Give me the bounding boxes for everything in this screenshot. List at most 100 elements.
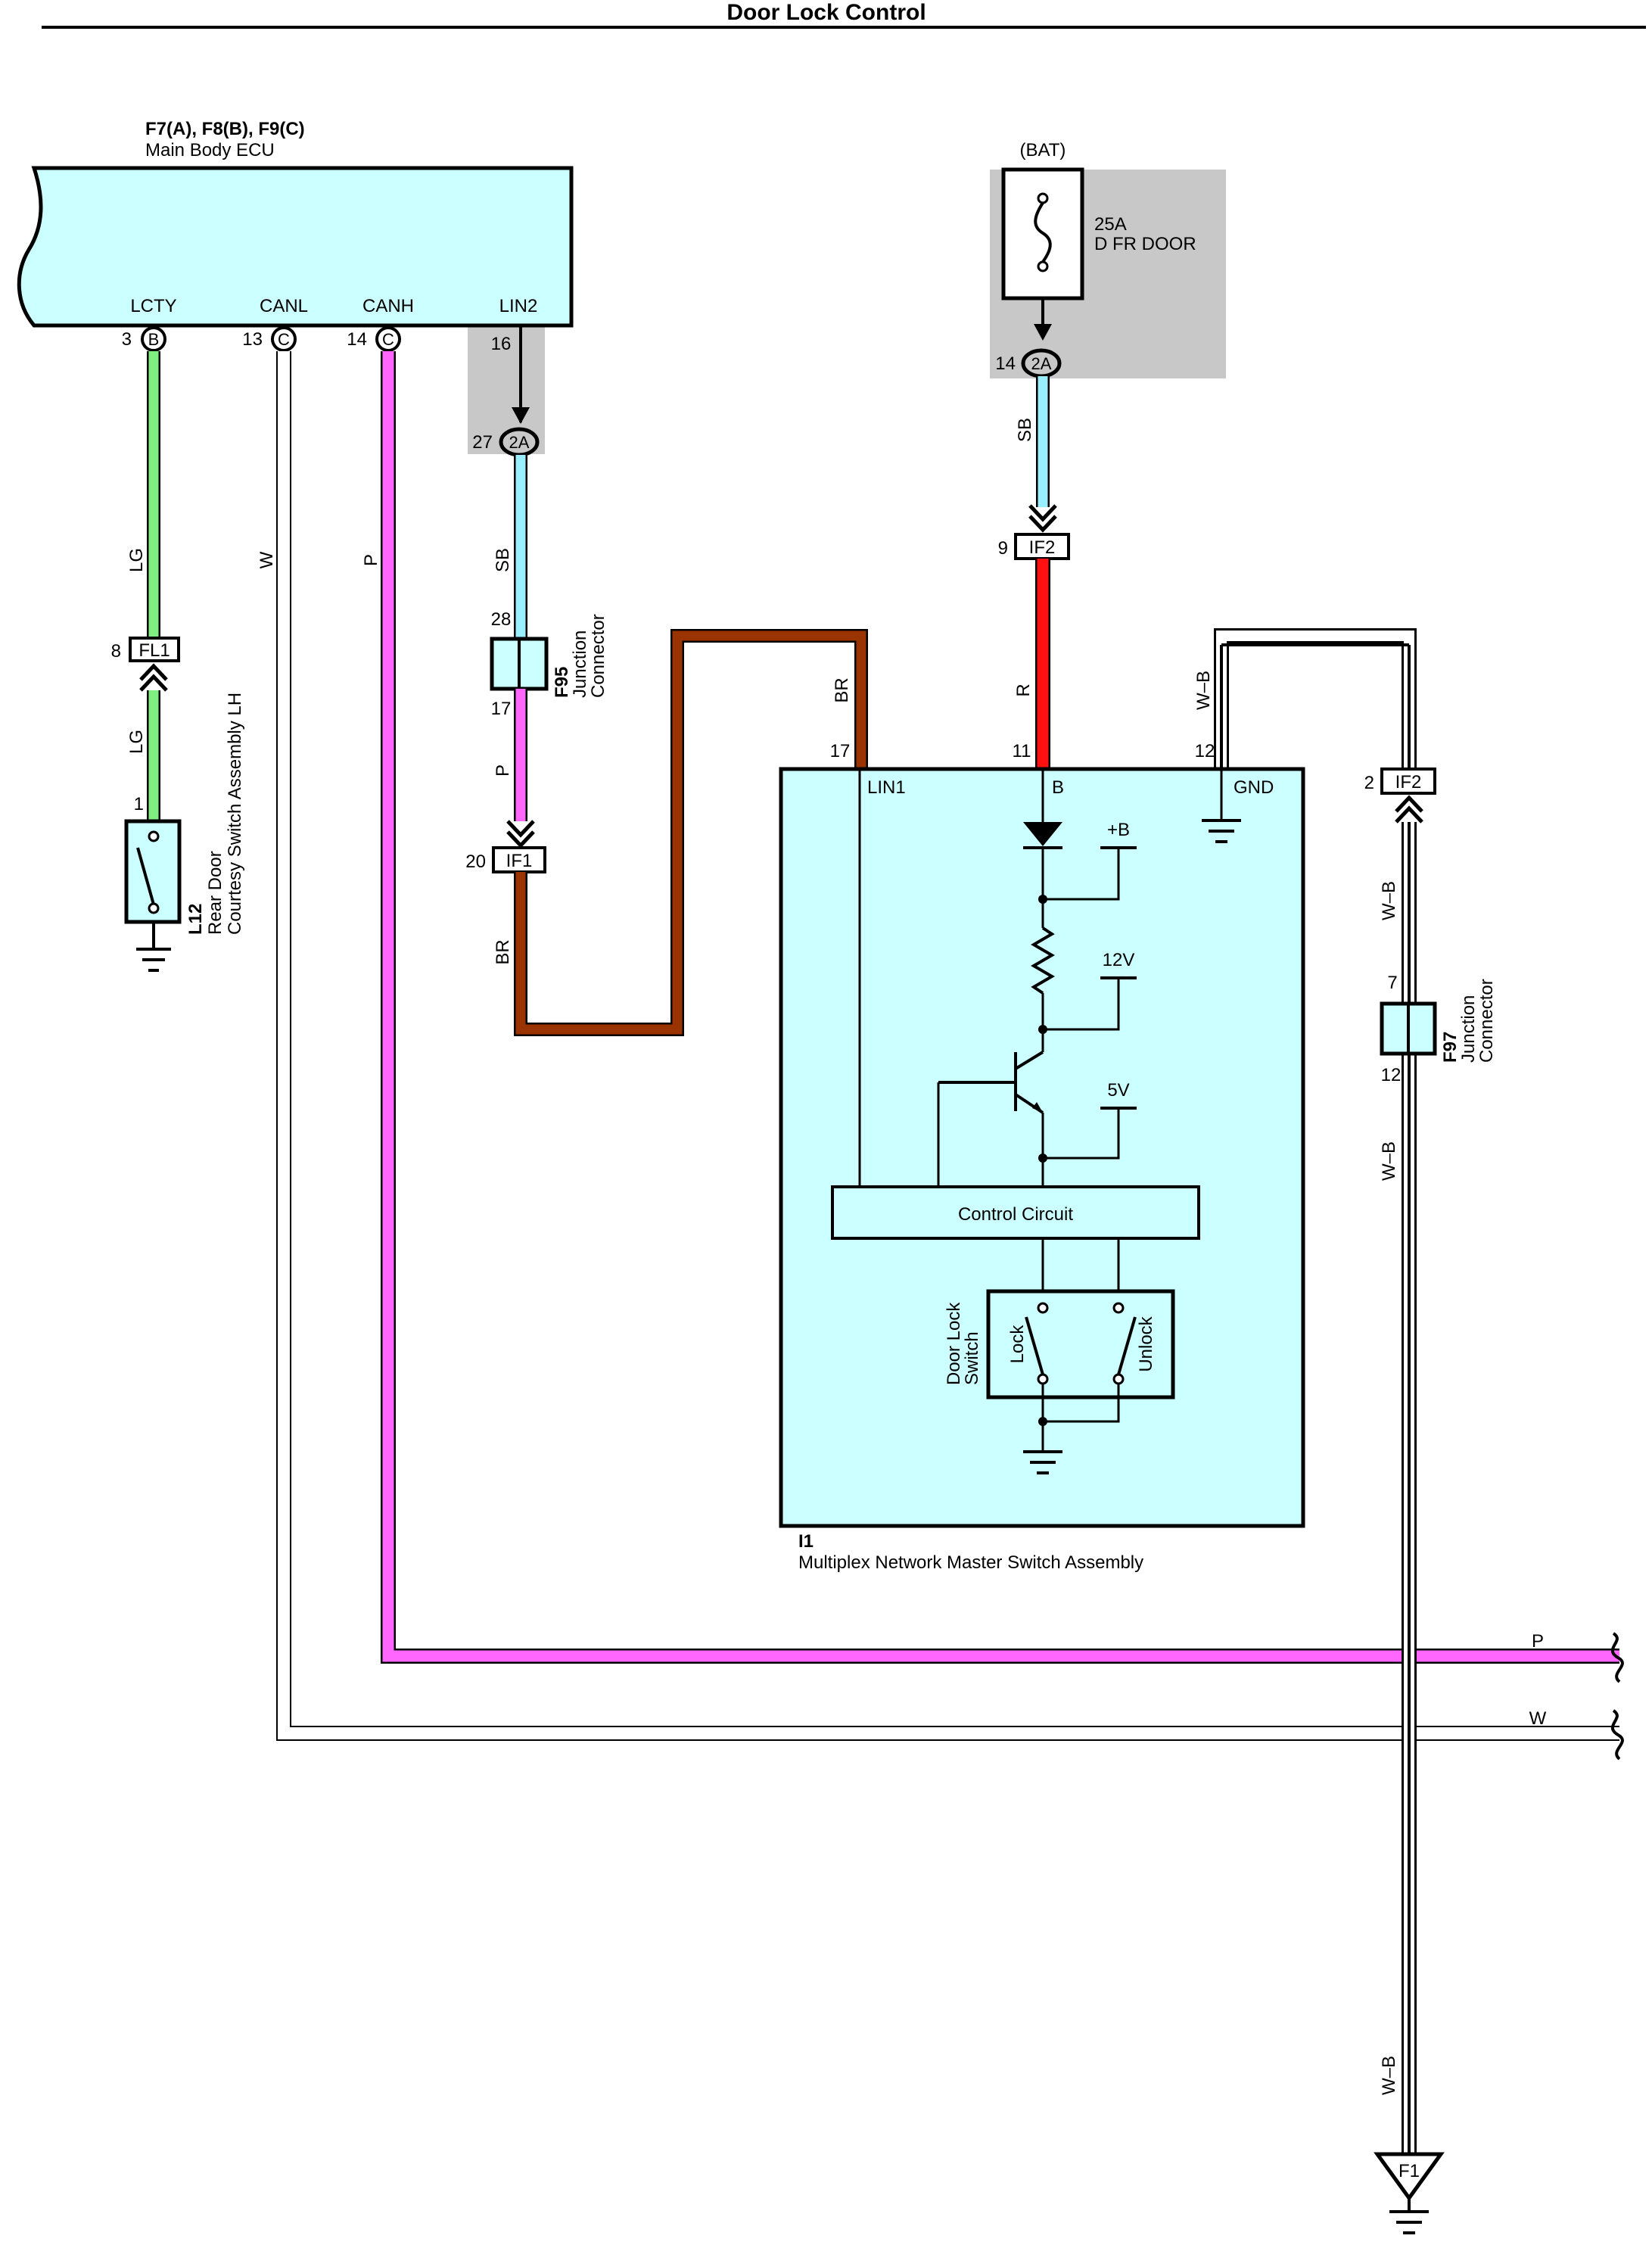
unlock-switch-lever: [1117, 1316, 1137, 1375]
ecu-pin-label-canh: CANH: [362, 296, 414, 316]
wb-wire-label-upper: W–B: [1379, 881, 1399, 920]
sb-wire-label-right: SB: [1015, 418, 1035, 442]
f95-pin-bottom: 17: [491, 699, 512, 719]
wb-wire-loop: [1214, 628, 1417, 769]
wb-wire-label-lower: W–B: [1379, 2056, 1399, 2095]
fuse-terminal-bottom: [1037, 260, 1049, 272]
if2-right-chevrons: [1395, 795, 1423, 824]
fuse-element-icon: [1034, 201, 1052, 263]
bat-2a-pin-number: 14: [995, 353, 1016, 374]
l12-switch-lever: [136, 847, 155, 905]
control-circuit-box: [831, 1185, 1200, 1240]
f1-ground-name: F1: [1398, 2161, 1420, 2181]
p-wire-label-short: P: [493, 764, 513, 777]
switch-common-line: [1041, 1384, 1120, 1423]
wb-wire-label-loop: W–B: [1193, 671, 1214, 710]
fl1-connector-name: FL1: [138, 640, 170, 661]
ecu-pin-label-lcty: LCTY: [130, 296, 176, 316]
l12-name-line1: Rear Door: [205, 851, 226, 935]
br-wire-label-right: BR: [832, 677, 852, 702]
l12-code: L12: [185, 904, 206, 935]
main-body-ecu-box: [17, 166, 574, 328]
if2-top-connector: [1014, 533, 1070, 560]
l12-ground-icon: [136, 948, 171, 972]
master-pin-label-gnd: GND: [1234, 777, 1274, 798]
w-wire-label-horizontal: W: [1529, 1708, 1547, 1729]
lock-switch-lever: [1025, 1316, 1044, 1375]
fuse-terminal-top: [1037, 192, 1049, 204]
f95-pin-top: 28: [491, 609, 512, 630]
lin2-2a-pin-number: 27: [472, 432, 493, 453]
ecu-pin-14-number: 14: [347, 329, 367, 350]
master-pin-label-b: B: [1052, 777, 1064, 798]
master-switch-name: Multiplex Network Master Switch Assembly: [798, 1552, 1143, 1573]
f97-name-line2: Connector: [1476, 979, 1497, 1063]
lock-contact-bottom: [1037, 1373, 1049, 1385]
unlock-contact-top: [1112, 1302, 1125, 1314]
resistor-icon: [1031, 926, 1055, 995]
gnd-internal-icon: [1202, 819, 1241, 843]
br-wire-fill: [515, 630, 866, 1035]
f97-name-line1: Junction: [1458, 995, 1479, 1063]
bat-2a-conn-name: 2A: [1031, 354, 1052, 373]
diode-icon: [1023, 822, 1062, 846]
control-circuit-label: Control Circuit: [958, 1204, 1073, 1225]
f97-pin-top: 7: [1387, 973, 1397, 993]
f95-label: F95 Junction Connector: [552, 614, 608, 698]
w-wire-break-icon: [1611, 1709, 1624, 1761]
v12-label: 12V: [1103, 950, 1135, 970]
ecu-pin-14-connector: [375, 326, 401, 352]
v5-tap: [1043, 1108, 1120, 1160]
p-wire-label-horizontal: P: [1532, 1631, 1544, 1652]
p-wire-fill: [382, 351, 1619, 1662]
ecu-codes: F7(A), F8(B), F9(C): [145, 119, 305, 139]
f1-ground-triangle: [1374, 2152, 1445, 2202]
ecu-pin-13-connector: [271, 326, 297, 352]
fuse-name: D FR DOOR: [1094, 234, 1196, 254]
ecu-pin-3-connector: [141, 326, 166, 352]
fuse-rating: 25A: [1094, 214, 1127, 235]
lg-wire-label-lower: LG: [126, 730, 147, 754]
lin2-2a-conn-name: 2A: [509, 433, 530, 452]
switch-ground-icon: [1023, 1450, 1062, 1474]
unlock-label: Unlock: [1136, 1315, 1156, 1372]
wb-wire-loop-fill: [1216, 630, 1414, 769]
unlock-contact-bottom: [1112, 1373, 1125, 1385]
bat-label: (BAT): [1020, 140, 1066, 160]
v12-tap: [1043, 978, 1120, 1031]
transistor-emitter-arrow: [1032, 1102, 1043, 1113]
switch-label-line1: Door Lock: [944, 1302, 964, 1385]
page-title: Door Lock Control: [726, 0, 926, 25]
master-switch-code: I1: [798, 1531, 814, 1552]
ecu-name: Main Body ECU: [145, 140, 275, 160]
if2-top-chevrons: [1028, 504, 1057, 533]
fl1-pin-number: 8: [111, 641, 121, 662]
fuse-arrow-icon: [1034, 324, 1052, 341]
f95-name-line2: Connector: [588, 614, 608, 698]
v5-label: 5V: [1107, 1080, 1129, 1101]
if2-top-connector-name: IF2: [1029, 537, 1056, 558]
l12-label: L12 Rear Door Courtesy Switch Assembly L…: [185, 693, 245, 935]
ecu-pin-14-conn-letter: C: [382, 330, 394, 349]
ecu-pin-label-lin2: LIN2: [499, 296, 538, 316]
door-lock-switch-box: [986, 1289, 1175, 1400]
ecu-pin-16-number: 16: [491, 334, 512, 354]
master-pin-11-number: 11: [1013, 741, 1031, 761]
w-wire-label-vertical: W: [257, 551, 277, 568]
if1-pin-number: 20: [465, 852, 486, 872]
lock-label: Lock: [1007, 1325, 1028, 1364]
f97-code: F97: [1440, 1032, 1461, 1063]
lin2-arrow-icon: [512, 407, 530, 424]
lock-contact-top: [1037, 1302, 1049, 1314]
l12-name-line2: Courtesy Switch Assembly LH: [225, 693, 245, 935]
l12-pin-number: 1: [134, 794, 144, 814]
ecu-pin-13-conn-letter: C: [278, 330, 290, 349]
if2-right-connector: [1380, 767, 1436, 795]
master-pin-12-number: 12: [1195, 741, 1215, 761]
ecu-pin-3-number: 3: [122, 329, 132, 350]
l12-contact-top: [148, 830, 160, 842]
plus-b-label: +B: [1107, 820, 1130, 840]
sb-wire-label-left: SB: [493, 548, 513, 572]
r-wire-label: R: [1013, 683, 1034, 696]
